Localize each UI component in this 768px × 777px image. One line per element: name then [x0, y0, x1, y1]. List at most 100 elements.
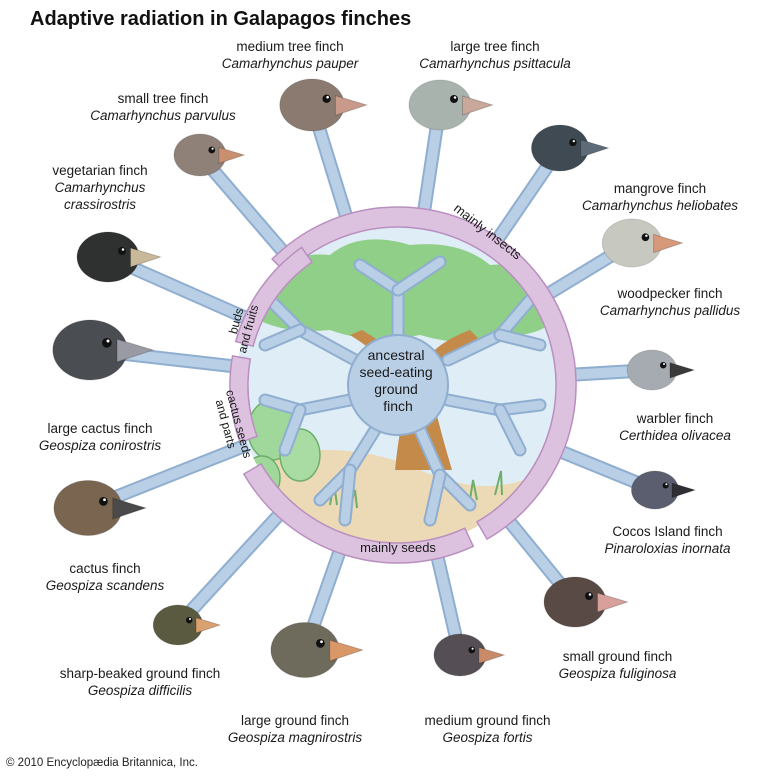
finch-plumage: [152, 604, 204, 646]
inner-branch-fill: [260, 325, 305, 350]
finch-beak: [671, 482, 697, 499]
finch-plumage: [630, 470, 680, 510]
finch-eye-glint: [471, 647, 474, 650]
finch-eye-glint: [588, 593, 592, 596]
finch-beak: [653, 233, 685, 254]
finch-beak: [329, 639, 365, 662]
band-mainly-insects: [271, 206, 577, 541]
finch-head-sharp-beaked-ground-finch: [152, 604, 222, 646]
band-mainly-seeds: [242, 462, 475, 564]
finch-eye-glint: [645, 234, 648, 237]
finch-eye: [569, 138, 577, 147]
inner-branch-fill: [495, 330, 545, 350]
finch-plumage: [543, 576, 607, 628]
finch-eye-glint: [121, 248, 125, 251]
finch-head-small-ground-finch: [543, 576, 630, 628]
finch-beak: [580, 139, 610, 158]
ancestor-label: ancestral seed-eating ground finch: [359, 347, 436, 414]
band-cactus: [234, 246, 314, 348]
finch-eye-glint: [189, 618, 191, 620]
finch-eye: [468, 646, 476, 654]
finch-plumage: [173, 133, 227, 177]
finch-plumage: [530, 124, 590, 172]
finch-plumage: [279, 78, 345, 132]
band-label-mainly-seeds: mainly seeds: [360, 540, 436, 555]
band-buds-and-fruits: [229, 354, 259, 444]
finch-plumage: [53, 480, 123, 536]
finch-eye: [316, 639, 325, 648]
finch-beak: [112, 497, 148, 520]
finch-beak: [669, 362, 696, 379]
finch-head-large-ground-finch: [270, 622, 365, 678]
band-label-buds-1: buds: [226, 307, 246, 336]
finch-beak: [116, 338, 155, 363]
finch-eye: [99, 497, 108, 506]
finch-heads: [52, 78, 697, 678]
finch-head-vegetarian-finch: [76, 231, 163, 283]
finch-eye-glint: [665, 483, 668, 486]
finch-eye: [322, 94, 331, 103]
finch-head-small-tree-finch: [173, 133, 246, 177]
finch-eye: [118, 247, 126, 255]
finch-eye-glint: [453, 96, 457, 99]
finch-eye-glint: [326, 95, 329, 99]
finch-head-cocos-island-finch: [630, 470, 697, 510]
finch-eye: [102, 338, 112, 348]
inner-branch-fill: [495, 405, 525, 455]
finch-eye: [450, 95, 458, 103]
finch-head-woodpecker-finch: [601, 218, 685, 268]
finch-eye-glint: [103, 498, 106, 502]
finch-plumage: [270, 622, 340, 678]
ancestor-node: [347, 334, 449, 436]
finch-eye-glint: [663, 363, 665, 365]
inner-branch-fill: [280, 405, 305, 455]
finch-plumage: [626, 349, 678, 391]
finch-head-large-tree-finch: [408, 79, 495, 131]
finch-beak: [218, 146, 246, 165]
finch-head-cactus-finch: [53, 480, 148, 536]
finch-plumage: [601, 218, 663, 268]
finch-eye-glint: [320, 640, 323, 644]
finch-head-medium-tree-finch: [279, 78, 369, 132]
diagram-title: Adaptive radiation in Galapagos finches: [30, 8, 412, 30]
finch-plumage: [76, 231, 140, 283]
finch-eye: [660, 362, 667, 369]
finch-eye: [208, 146, 216, 154]
finch-beak: [478, 646, 506, 665]
finch-head-mangrove-finch: [530, 124, 610, 172]
inner-branch-fill: [393, 257, 445, 295]
inner-branch-network: [258, 255, 547, 527]
finch-eye-glint: [106, 339, 110, 343]
finch-eye-glint: [572, 139, 575, 143]
finch-plumage: [408, 79, 472, 131]
finch-beak: [130, 247, 163, 268]
finch-head-warbler-finch: [626, 349, 696, 391]
finch-eye: [662, 482, 669, 489]
finch-beak: [334, 94, 369, 117]
finch-plumage: [52, 319, 128, 381]
finch-head-large-cactus-finch: [52, 319, 155, 381]
finch-eye: [186, 617, 193, 624]
finch-head-medium-ground-finch: [433, 633, 506, 677]
finch-eye: [641, 233, 650, 242]
branch-spoke-fill-sharp-beaked-ground-finch: [173, 490, 302, 630]
finch-eye: [585, 592, 593, 600]
finch-beak: [195, 617, 222, 634]
inner-branch-fill: [340, 465, 355, 525]
inner-branch-fill: [425, 470, 445, 525]
copyright-notice: © 2010 Encyclopædia Britannica, Inc.: [6, 757, 198, 769]
finch-plumage: [433, 633, 487, 677]
